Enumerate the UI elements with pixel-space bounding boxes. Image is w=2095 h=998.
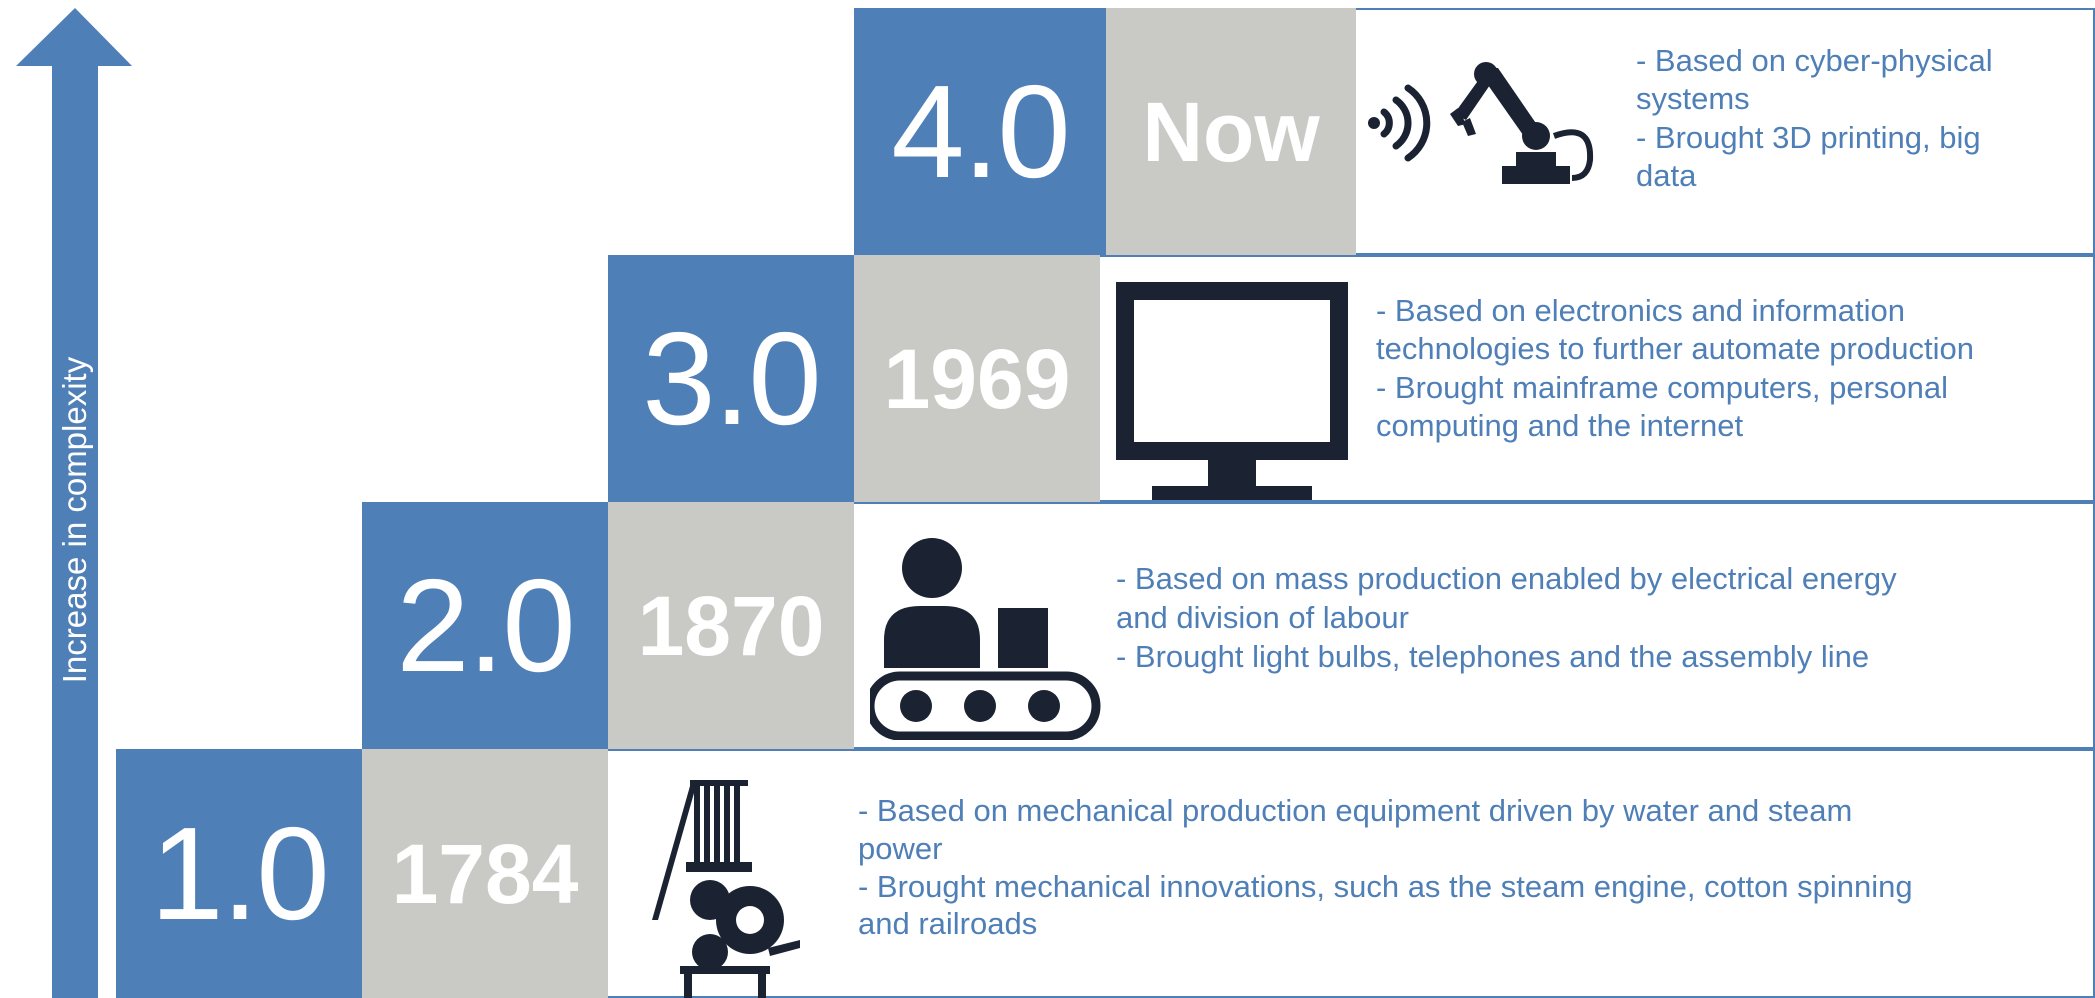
version-2-block: 2.0 — [362, 502, 608, 749]
stage-4-description: - Based on cyber-physical systems - Brou… — [1636, 42, 1993, 196]
year-2-label: 1870 — [637, 578, 825, 673]
version-1-label: 1.0 — [150, 799, 329, 947]
complexity-arrow — [16, 8, 132, 998]
version-3-block: 3.0 — [608, 255, 854, 502]
stage-2-panel — [854, 502, 2095, 749]
stage-1-line-3: - Brought mechanical innovations, such a… — [858, 868, 1913, 904]
stage-3-line-2: technologies to further automate product… — [1376, 331, 1974, 367]
assembly-line-icon — [870, 538, 1101, 740]
stage-2-line-2: and division of labour — [1116, 600, 1409, 636]
complexity-axis-label: Increase in complexity — [56, 356, 93, 684]
version-4-label: 4.0 — [891, 57, 1070, 205]
stage-4-line-4: data — [1636, 158, 1697, 194]
stage-3-line-4: computing and the internet — [1376, 408, 1744, 444]
year-1-block: 1784 — [362, 749, 608, 998]
year-2-block: 1870 — [608, 502, 854, 749]
stage-3-line-3: - Brought mainframe computers, personal — [1376, 369, 1949, 405]
stage-4-panel — [1356, 8, 2095, 255]
version-3-label: 3.0 — [642, 304, 821, 452]
version-2-label: 2.0 — [396, 551, 575, 699]
computer-monitor-icon — [1116, 282, 1348, 500]
stage-1-line-4: and railroads — [858, 906, 1038, 942]
stage-4-line-3: - Brought 3D printing, big — [1636, 119, 1981, 155]
stage-2-description: - Based on mass production enabled by el… — [1116, 559, 1897, 676]
year-4-label: Now — [1142, 84, 1320, 179]
stage-1-description: - Based on mechanical production equipme… — [858, 792, 1913, 943]
stage-1-panel — [608, 749, 2095, 998]
stage-2-line-1: - Based on mass production enabled by el… — [1116, 561, 1897, 596]
stage-3-line-1: - Based on electronics and information — [1376, 293, 1906, 328]
year-1-label: 1784 — [391, 826, 579, 921]
stage-1-line-2: power — [858, 830, 943, 866]
robot-arm-wireless-icon — [1368, 62, 1594, 184]
stage-1-line-1: - Based on mechanical production equipme… — [858, 793, 1853, 828]
loom-icon — [652, 780, 800, 998]
stage-3-description: - Based on electronics and information t… — [1376, 292, 1974, 446]
stage-2-line-3: - Brought light bulbs, telephones and th… — [1116, 639, 1870, 675]
year-3-label: 1969 — [883, 331, 1071, 426]
year-3-block: 1969 — [854, 255, 1100, 502]
stage-4-line-2: systems — [1636, 81, 1750, 117]
stage-4-line-1: - Based on cyber-physical — [1636, 43, 1993, 78]
year-4-block: Now — [1106, 8, 1356, 255]
version-1-block: 1.0 — [116, 749, 362, 998]
version-4-block: 4.0 — [854, 8, 1106, 255]
